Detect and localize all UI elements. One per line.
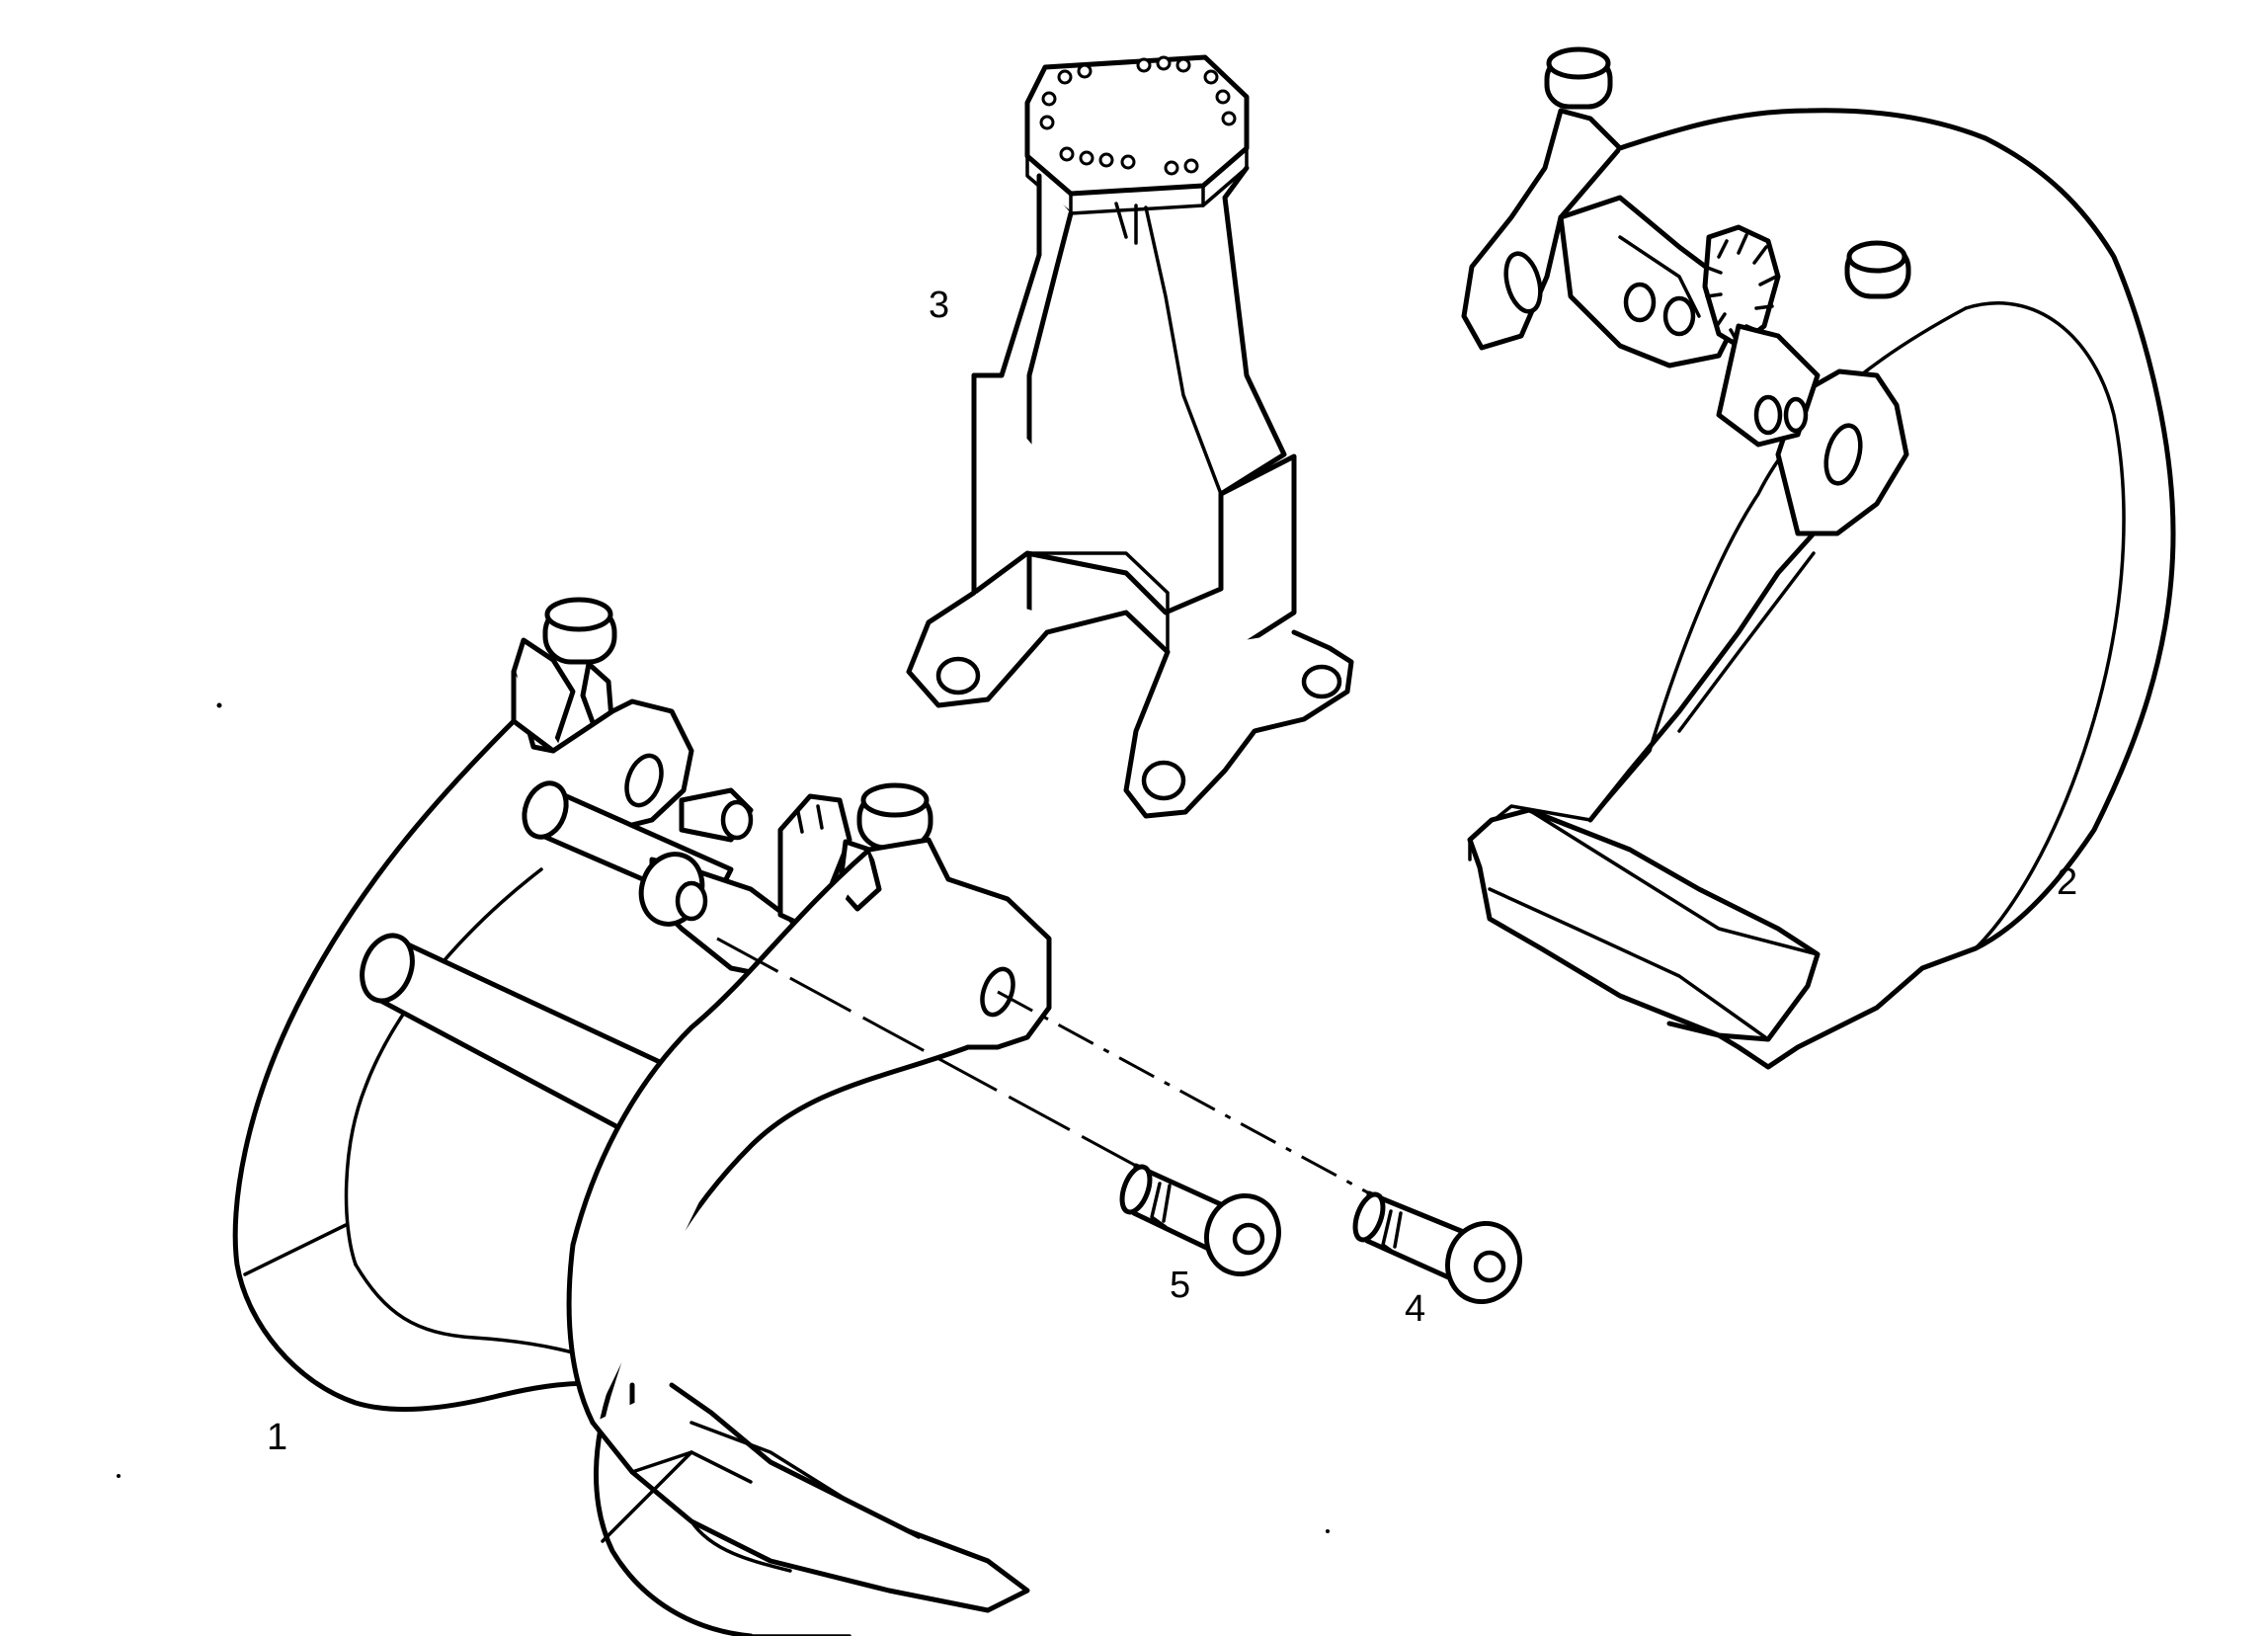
pin-part-5: [1119, 1163, 1281, 1277]
callout-part-2: 2: [2057, 861, 2078, 903]
mounting-bracket-part-3: [906, 54, 1354, 819]
speck: [1326, 1529, 1330, 1533]
pin-part-4: [1352, 1190, 1522, 1305]
callout-part-1: 1: [267, 1417, 288, 1458]
grapple-jaw-part-2: [1461, 46, 2176, 1070]
speck: [117, 1474, 121, 1478]
grapple-jaw-part-1: [232, 597, 1052, 1636]
callout-part-5: 5: [1170, 1265, 1191, 1306]
plate-bolts: [1039, 55, 1237, 176]
speck: [216, 702, 222, 708]
assembly-guide-lines: [716, 937, 1374, 1197]
callout-part-4: 4: [1405, 1288, 1426, 1330]
callout-part-3: 3: [929, 285, 950, 326]
